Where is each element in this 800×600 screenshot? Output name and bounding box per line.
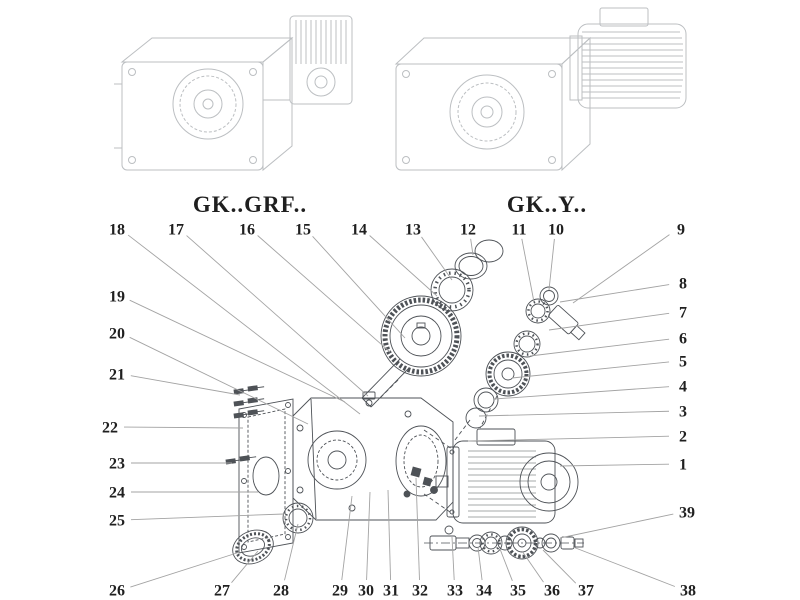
- bearing-and-rings-top: [430, 239, 504, 312]
- leader-line-26: [130, 551, 241, 588]
- leader-line-37: [542, 549, 577, 584]
- leader-line-18: [127, 234, 361, 415]
- leader-line-11: [521, 238, 535, 303]
- leader-line-2: [467, 435, 670, 442]
- small-fasteners: [403, 466, 438, 498]
- leader-line-39: [559, 513, 674, 539]
- leader-line-34: [477, 546, 483, 581]
- callout-3: 3: [679, 404, 687, 421]
- leader-line-20: [129, 336, 309, 425]
- callout-1: 1: [679, 457, 687, 474]
- assembly-guide-lines: [377, 379, 498, 513]
- callout-35: 35: [510, 583, 526, 600]
- callout-36: 36: [544, 583, 560, 600]
- leader-line-32: [415, 477, 420, 581]
- input-pinion-chain: [465, 286, 586, 429]
- callout-16: 16: [239, 222, 255, 239]
- leader-line-7: [548, 312, 670, 331]
- leader-line-1: [559, 463, 670, 467]
- callout-33: 33: [447, 583, 463, 600]
- leader-line-13: [421, 236, 453, 281]
- callout-22: 22: [102, 420, 118, 437]
- leader-line-12: [470, 238, 474, 256]
- callout-9: 9: [677, 222, 685, 239]
- callout-23: 23: [109, 456, 125, 473]
- leader-line-3: [478, 410, 670, 417]
- leader-line-35: [499, 548, 513, 582]
- output-gear-and-shaft: [361, 295, 462, 408]
- leader-line-10: [548, 238, 555, 291]
- callout-12: 12: [460, 222, 476, 239]
- callout-24: 24: [109, 485, 125, 502]
- leader-line-14: [369, 235, 438, 297]
- input-shaft-assembly-bottom: [424, 525, 584, 560]
- callout-28: 28: [273, 583, 289, 600]
- model-label-gk-y: GK..Y..: [506, 192, 588, 217]
- callout-18: 18: [109, 222, 125, 239]
- leader-line-8: [559, 284, 670, 303]
- callout-27: 27: [214, 583, 230, 600]
- callout-5: 5: [679, 354, 687, 371]
- leader-line-27: [231, 550, 259, 583]
- front-flange-plate: [238, 398, 294, 554]
- callout-10: 10: [548, 222, 564, 239]
- callout-26: 26: [109, 583, 125, 600]
- callout-2: 2: [679, 429, 687, 446]
- leader-line-29: [341, 495, 353, 581]
- leader-line-9: [572, 234, 670, 304]
- leader-line-21: [130, 375, 241, 396]
- leader-line-17: [186, 235, 369, 397]
- leader-lines: [123, 234, 676, 588]
- callout-21: 21: [109, 367, 125, 384]
- callout-32: 32: [412, 583, 428, 600]
- callout-19: 19: [109, 289, 125, 306]
- callout-30: 30: [358, 583, 374, 600]
- callout-34: 34: [476, 583, 492, 600]
- electric-motor: [435, 428, 579, 524]
- seals-and-bearing-left: [232, 502, 314, 565]
- callout-25: 25: [109, 513, 125, 530]
- callout-39: 39: [679, 505, 695, 522]
- leader-line-5: [511, 361, 670, 379]
- leader-line-25: [130, 513, 285, 521]
- exploded-view-drawing: [225, 239, 586, 565]
- leader-line-33: [451, 536, 455, 581]
- gear-housing: [292, 391, 454, 521]
- callout-6: 6: [679, 331, 687, 348]
- flange-bolts: [225, 385, 265, 465]
- leader-line-38: [572, 546, 676, 587]
- leader-line-19: [129, 299, 346, 403]
- callout-31: 31: [383, 583, 399, 600]
- leader-line-16: [257, 235, 391, 353]
- callout-11: 11: [511, 222, 526, 239]
- callout-13: 13: [405, 222, 421, 239]
- model-label-gk-grf: GK..GRF..: [192, 192, 308, 217]
- assembled-gearbox-y-drawing: [394, 7, 687, 172]
- callout-37: 37: [578, 583, 594, 600]
- leader-line-6: [529, 338, 670, 357]
- callout-8: 8: [679, 276, 687, 293]
- callout-20: 20: [109, 326, 125, 343]
- leader-line-36: [521, 550, 544, 583]
- callout-15: 15: [295, 222, 311, 239]
- callout-14: 14: [351, 222, 367, 239]
- leader-line-22: [123, 426, 244, 429]
- callout-29: 29: [332, 583, 348, 600]
- callout-17: 17: [168, 222, 184, 239]
- leader-line-15: [312, 235, 406, 339]
- leader-line-30: [366, 491, 371, 581]
- leader-line-31: [387, 489, 392, 581]
- assembled-gearbox-grf-drawing: [114, 15, 353, 172]
- callout-38: 38: [680, 583, 696, 600]
- leader-line-4: [493, 386, 670, 400]
- callout-7: 7: [679, 305, 687, 322]
- leader-line-28: [284, 523, 299, 581]
- callout-4: 4: [679, 379, 687, 396]
